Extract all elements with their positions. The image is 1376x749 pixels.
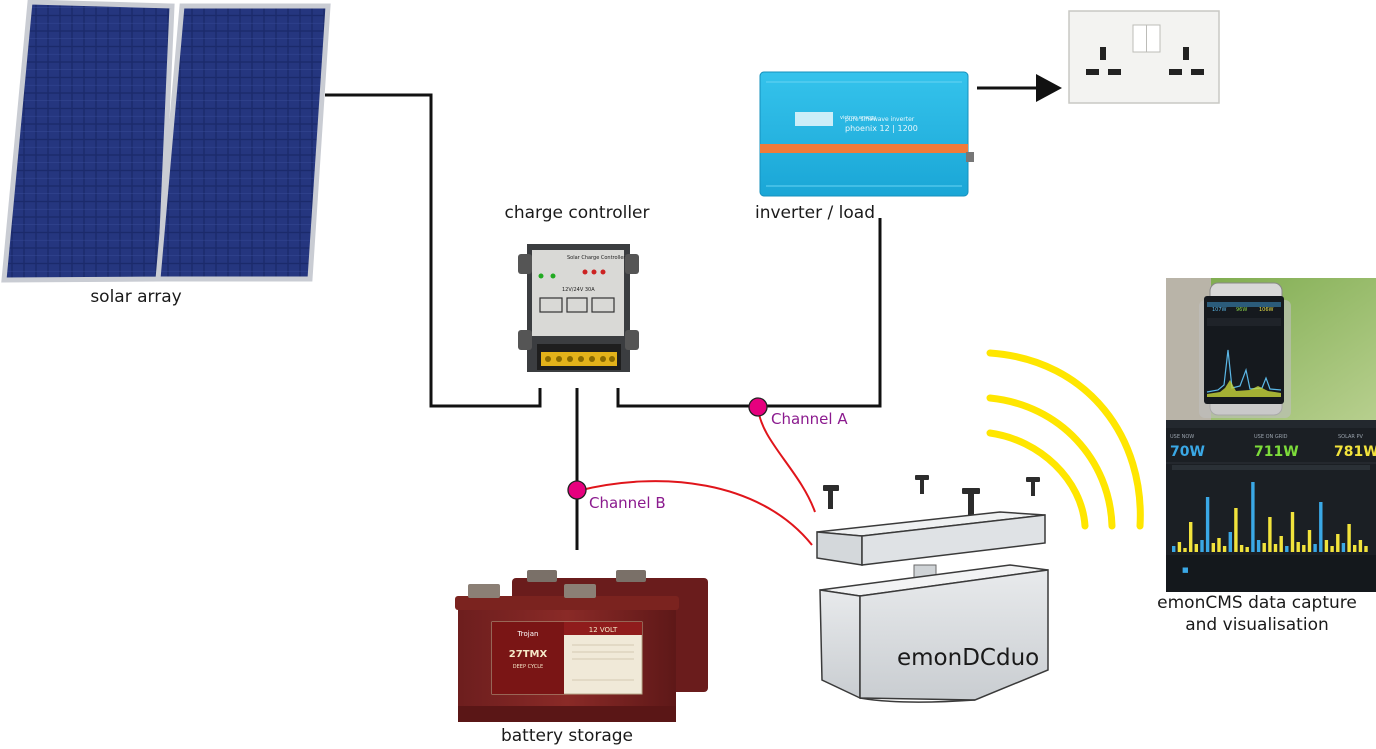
emondcduo-label: emonDCduo [897, 645, 1039, 671]
solar-panel-icon [1, 0, 331, 283]
dash-tile-3-label: SOLAR PV [1338, 434, 1364, 440]
battery-bank: Trojan 27TMX DEEP CYCLE 12 VOLT [455, 570, 708, 722]
dashboard-bar [1251, 482, 1255, 552]
emoncms-label-line2: and visualisation [1185, 615, 1329, 635]
dashboard-bar [1256, 540, 1261, 552]
dashboard-bar [1183, 548, 1187, 552]
dashboard-panel: USE NOW 70W USE ON GRID 711W SOLAR PV 78… [1166, 307, 1376, 592]
battery-brand-text: Trojan [517, 630, 539, 638]
dashboard-bar [1364, 546, 1368, 552]
battery-model-text: 27TMX [509, 649, 548, 660]
wireless-signal-icon [986, 349, 1144, 530]
dashboard-bar [1358, 540, 1363, 552]
dashboard-bar [1341, 543, 1346, 552]
inverter-label: inverter / load [755, 203, 875, 223]
charge-controller: Solar Charge Controller 12V/24V 30A [518, 244, 639, 372]
dashboard-bar [1330, 546, 1334, 552]
dashboard-bar [1273, 544, 1278, 552]
sensor-wiring [576, 406, 816, 546]
dashboard-bar [1234, 508, 1238, 552]
dashboard-bar [1200, 540, 1204, 552]
dashboard-bar [1353, 545, 1357, 552]
dashboard-bar [1211, 543, 1215, 552]
dashboard-bar [1285, 546, 1289, 552]
phone-tile-2: 96W [1236, 307, 1247, 313]
inverter-model-text: phoenix 12 | 1200 [845, 124, 918, 133]
controller-title-text: Solar Charge Controller [567, 255, 626, 261]
dashboard-bar [1222, 546, 1227, 552]
ct-clamp-b [567, 480, 587, 500]
solar-array-label: solar array [90, 287, 182, 307]
dashboard-bar [1194, 544, 1198, 552]
ct-clamp-a [748, 397, 768, 417]
phone-tile-3: 106W [1259, 307, 1274, 313]
dashboard-bar [1217, 538, 1221, 552]
inverter-brand-text: victron energy [840, 115, 876, 121]
dashboard-bar [1296, 542, 1300, 552]
dashboard-bar [1268, 517, 1272, 552]
dashboard-bar [1313, 544, 1317, 552]
emoncms-label-line1: emonCMS data capture [1157, 593, 1357, 613]
dashboard-bar [1324, 540, 1329, 552]
dashboard-bar [1205, 497, 1210, 552]
emondcduo-enclosure [816, 475, 1049, 703]
dash-tile-1-label: USE NOW [1170, 434, 1194, 440]
channel-a-label: Channel A [771, 410, 848, 428]
dashboard-bar [1245, 547, 1249, 552]
arrow-right-icon [977, 74, 1062, 102]
dash-tile-2-value: 711W [1254, 444, 1299, 460]
dashboard-bar [1336, 534, 1340, 552]
channel-b-label: Channel B [589, 494, 666, 512]
dashboard-bar [1239, 545, 1244, 552]
uk-socket-icon [1068, 10, 1220, 104]
battery-type-text: DEEP CYCLE [513, 664, 543, 670]
dashboard-bar [1319, 502, 1323, 552]
controller-model-text: 12V/24V 30A [562, 287, 595, 293]
dashboard-bar [1307, 530, 1312, 552]
dashboard-bar [1302, 545, 1306, 552]
charge-controller-label: charge controller [504, 203, 650, 223]
dashboard-bar [1228, 532, 1232, 552]
dash-foot-1: ■ [1182, 566, 1189, 574]
inverter: victron energy pure sinewave inverter ph… [759, 71, 974, 197]
dashboard-bar [1290, 512, 1295, 552]
inverter-sub-text: pure sinewave inverter [845, 116, 915, 123]
dash-tile-3-value: 781W [1334, 444, 1376, 460]
dashboard-bars [1172, 482, 1368, 552]
dash-tile-1-value: 70W [1170, 444, 1205, 460]
battery-storage-label: battery storage [500, 726, 634, 746]
dashboard-bar [1189, 522, 1193, 552]
dashboard-bar [1262, 543, 1266, 552]
tablet-photo [1166, 278, 1376, 420]
dashboard-bar [1172, 546, 1176, 552]
dashboard-bar [1347, 524, 1351, 552]
phone-tile-1: 107W [1212, 307, 1227, 313]
battery-volt-text: 12 VOLT [589, 626, 618, 634]
dashboard-bar [1177, 542, 1182, 552]
dash-tile-2-label: USE ON GRID [1254, 434, 1288, 440]
dashboard-bar [1279, 536, 1283, 552]
